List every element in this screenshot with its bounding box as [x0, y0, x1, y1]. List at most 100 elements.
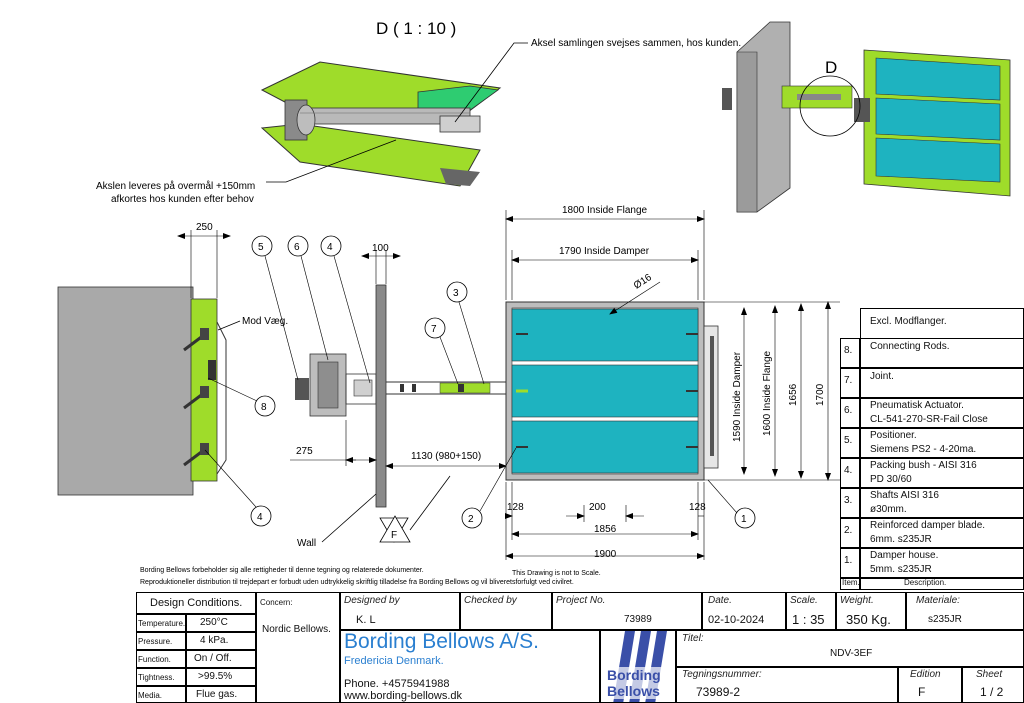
actuator-assembly [295, 284, 506, 508]
note-shaft-2: afkortes hos kunden efter behov [111, 194, 254, 205]
bom-desc2-6: CL-541-270-SR-Fail Close [870, 414, 988, 425]
dim-128-right: 128 [689, 502, 706, 513]
dim-250: 250 [196, 222, 213, 233]
dim-200: 200 [589, 502, 606, 513]
weight-value: 350 Kg. [846, 612, 891, 627]
dim-1900: 1900 [594, 549, 617, 560]
scale-note: This Drawing is not to Scale. [512, 570, 601, 577]
bom-item-4: 4. [844, 465, 853, 476]
designed-by-label: Designed by [344, 595, 400, 606]
company-web: www.bording-bellows.dk [344, 690, 462, 702]
cond-label-tightness: Tightness. [138, 673, 175, 682]
bom-header-item: Item. [842, 578, 860, 587]
bom-desc-2: Reinforced damper blade. [870, 520, 986, 531]
designed-by-value: K. L [356, 614, 376, 626]
balloon-8: 8 [261, 402, 267, 413]
title-label: Titel: [682, 633, 704, 644]
balloon-5: 5 [258, 242, 264, 253]
detail-d-view [260, 61, 502, 187]
scale-label: Scale. [790, 595, 818, 606]
edition-value: F [918, 685, 926, 699]
bom-desc2-5: Siemens PS2 - 4-20ma. [870, 444, 977, 455]
note-shaft-1: Akslen leveres på overmål +150mm [96, 180, 255, 192]
company-logo: Bording Bellows [600, 630, 676, 703]
dim-1856: 1856 [594, 524, 617, 535]
dim-1600: 1600 Inside Flange [762, 350, 773, 436]
weight-label: Weight. [840, 595, 874, 606]
dim-flange-width: 1800 Inside Flange [562, 205, 648, 216]
bom-item-6: 6. [844, 405, 853, 416]
dim-damper-width: 1790 Inside Damper [559, 246, 650, 257]
design-conditions-title: Design Conditions. [150, 597, 243, 609]
bom-header-desc: Description. [904, 578, 947, 587]
dim-1130: 1130 (980+150) [411, 451, 481, 462]
concern-value: Nordic Bellows. [262, 624, 331, 635]
bom-desc-5: Positioner. [870, 430, 917, 441]
dim-128-left: 128 [507, 502, 524, 513]
balloon-7: 7 [431, 324, 437, 335]
detail-d-label: D [825, 58, 837, 77]
bom-item-2: 2. [844, 525, 853, 536]
cond-value-function: On / Off. [194, 653, 232, 664]
bom-item-7: 7. [844, 375, 853, 386]
company-phone: Phone. +4575941988 [344, 678, 450, 690]
bom-desc-3: Shafts AISI 316 [870, 490, 939, 501]
balloon-2: 2 [468, 514, 474, 525]
sheet-value: 1 / 2 [980, 685, 1004, 699]
iso-view [722, 21, 1011, 213]
rights-line-1: Bording Bellows forbeholder sig alle ret… [140, 567, 424, 574]
cond-value-tightness: >99.5% [198, 671, 233, 682]
wall-label: Wall [297, 538, 316, 549]
material-label: Materiale: [916, 595, 960, 606]
drawing-no-value: 73989-2 [696, 685, 741, 699]
title-value: NDV-3EF [830, 648, 873, 659]
balloon-4-bottom: 4 [257, 512, 263, 523]
scale-value: 1 : 35 [792, 612, 825, 627]
bom-desc-7: Joint. [870, 371, 894, 382]
logo-text-1: Bording [607, 667, 661, 683]
cond-value-pressure: 4 kPa. [200, 635, 229, 646]
rights-line-2: Reproduktioneller distribution til trejd… [140, 579, 574, 586]
dim-1590: 1590 Inside Damper [732, 351, 743, 442]
side-view [57, 286, 227, 496]
balloon-1: 1 [741, 514, 747, 525]
bom-desc2-1: 5mm. s235JR [870, 564, 932, 575]
cond-value-media: Flue gas. [196, 689, 238, 700]
cond-label-pressure: Pressure. [138, 637, 173, 646]
bom-item-1: 1. [844, 555, 853, 566]
detail-title: D ( 1 : 10 ) [376, 19, 456, 38]
bom-desc2-2: 6mm. s235JR [870, 534, 932, 545]
bom-desc-1: Damper house. [870, 550, 939, 561]
damper-front-view [505, 301, 719, 481]
dim-1656: 1656 [788, 383, 799, 406]
balloon-4-top: 4 [327, 242, 333, 253]
balloon-6: 6 [294, 242, 300, 253]
company-city: Fredericia Denmark. [344, 655, 444, 667]
note-weld: Aksel samlingen svejses sammen, hos kund… [531, 38, 741, 49]
dim-1700: 1700 [815, 383, 826, 406]
balloon-3: 3 [453, 288, 459, 299]
project-label: Project No. [556, 595, 606, 606]
cond-value-temperature: 250°C [200, 617, 228, 628]
bom-item-8: 8. [844, 345, 853, 356]
cond-label-temperature: Temperature. [138, 619, 186, 628]
dim-275: 275 [296, 446, 313, 457]
bom-item-5: 5. [844, 435, 853, 446]
bom-desc2-4: PD 30/60 [870, 474, 912, 485]
date-label: Date. [708, 595, 732, 606]
bom-desc2-3: ø30mm. [870, 504, 907, 515]
drawing-no-label: Tegningsnummer: [682, 669, 762, 680]
cond-label-media: Media. [138, 691, 163, 700]
material-value: s235JR [928, 614, 962, 625]
date-value: 02-10-2024 [708, 614, 765, 626]
logo-text-2: Bellows [607, 683, 660, 699]
cond-label-function: Function. [138, 655, 171, 664]
bom-desc-6: Pneumatisk Actuator. [870, 400, 964, 411]
mod-vaeg-label: Mod Væg. [242, 316, 288, 327]
design-conditions: Design Conditions. Concern: Nordic Bello… [136, 592, 340, 703]
sheet-label: Sheet [976, 669, 1003, 680]
title-block: Designed by K. L Checked by Project No. … [340, 592, 1024, 703]
bom-item-3: 3. [844, 495, 853, 506]
checked-by-label: Checked by [464, 595, 517, 606]
edition-label: Edition [910, 669, 941, 680]
